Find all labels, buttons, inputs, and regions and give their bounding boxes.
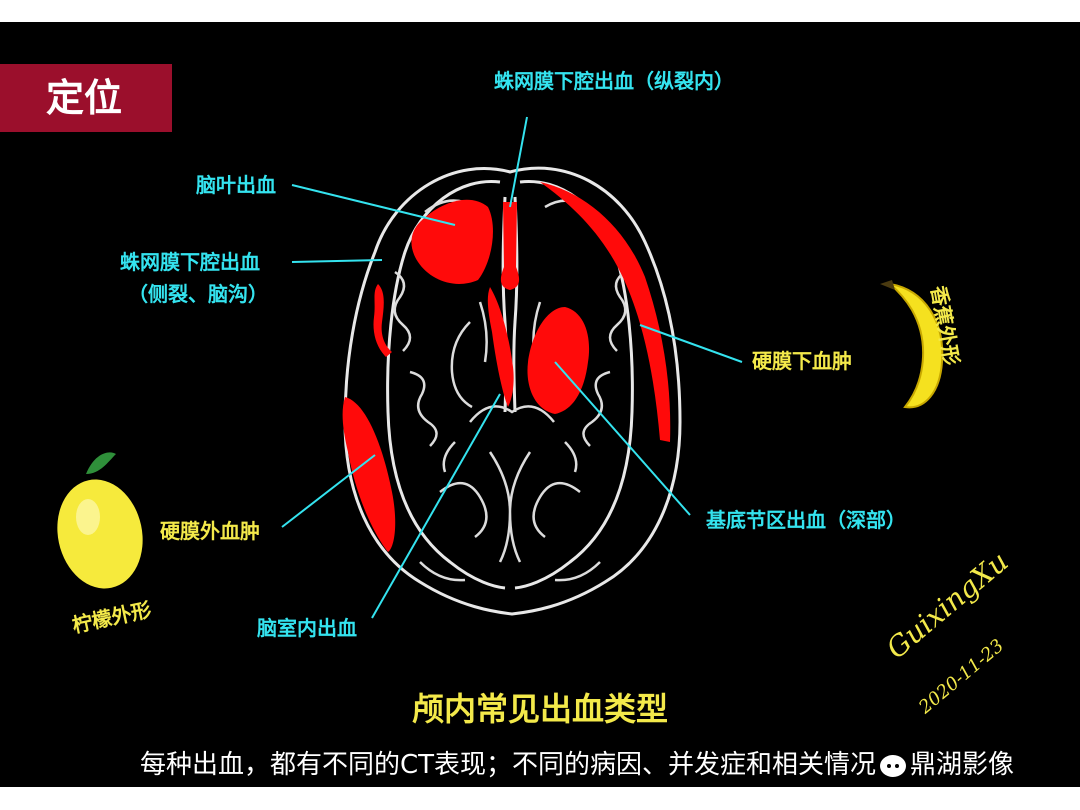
pointer-lines bbox=[281, 116, 743, 619]
label-sah-sulci-line1: 蛛网膜下腔出血 bbox=[120, 250, 260, 274]
sylvian-sah bbox=[373, 284, 392, 357]
subdural-hematoma bbox=[540, 182, 671, 442]
brain-ct-diagram bbox=[57, 116, 944, 619]
section-tag: 定位 bbox=[0, 64, 172, 132]
label-basal-ganglia-hemorrhage: 基底节区出血（深部） bbox=[706, 508, 906, 532]
label-lobar-hemorrhage: 脑叶出血 bbox=[196, 173, 276, 197]
hemorrhage-regions bbox=[342, 182, 671, 552]
slide-subtitle: 每种出血，都有不同的CT表现；不同的病因、并发症和相关情况 鼎湖影像 bbox=[140, 744, 1014, 781]
slide-canvas: 定位 bbox=[0, 22, 1080, 787]
slide-title: 颅内常见出血类型 bbox=[411, 690, 668, 728]
label-sah-sulci-line2: （侧裂、脑沟） bbox=[128, 282, 268, 306]
lobar-hemorrhage bbox=[411, 199, 493, 284]
label-sah-interhemispheric: 蛛网膜下腔出血（纵裂内） bbox=[494, 69, 734, 93]
subtitle-text: 每种出血，都有不同的CT表现；不同的病因、并发症和相关情况 bbox=[140, 750, 877, 780]
gyri-pattern bbox=[393, 199, 627, 582]
intraventricular-hemorrhage bbox=[487, 287, 514, 407]
label-subdural-hematoma: 硬膜下血肿 bbox=[752, 349, 852, 373]
epidural-hematoma bbox=[342, 397, 396, 552]
interhemispheric-sah bbox=[500, 202, 520, 290]
label-epidural-hematoma: 硬膜外血肿 bbox=[160, 519, 260, 543]
lemon-icon bbox=[57, 452, 143, 589]
brand-name: 鼎湖影像 bbox=[910, 750, 1015, 780]
basal-ganglia-hemorrhage bbox=[527, 307, 590, 414]
banana-icon bbox=[880, 280, 944, 409]
label-intraventricular-hemorrhage: 脑室内出血 bbox=[257, 616, 357, 640]
wechat-icon bbox=[880, 754, 907, 777]
